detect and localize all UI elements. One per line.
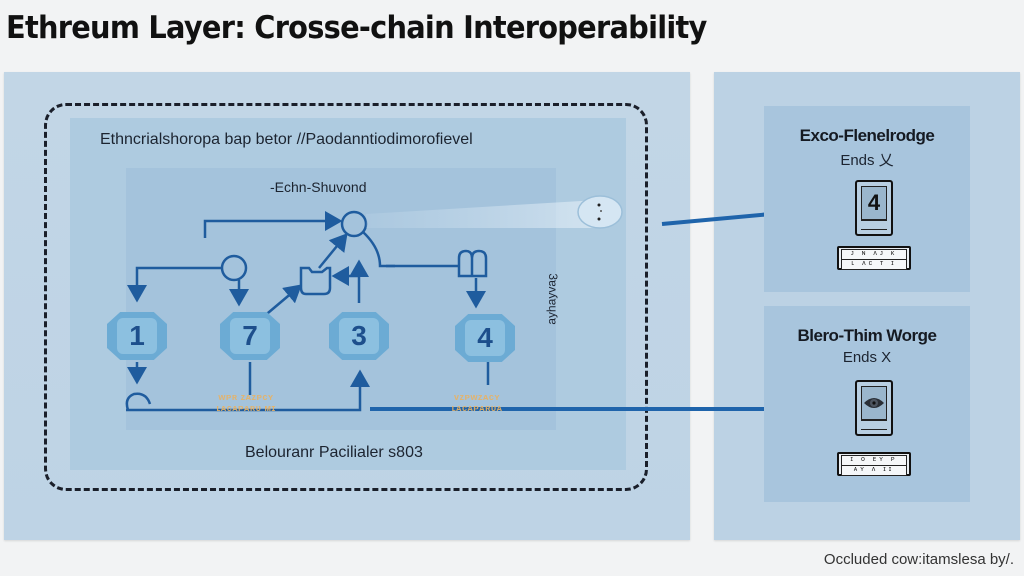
orange-note-2: ᴠᴢᴘᴡᴢᴀᴄʏ ʟᴀᴄᴀᴘᴀʀᴜᴀ — [451, 392, 503, 413]
eye-icon — [861, 386, 887, 420]
orange-note-1: ᴡᴘʀ ᴢᴀᴢᴘᴄʏ ʟᴀᴄᴀᴘᴀʀᴜ ᴍɪ — [216, 392, 276, 413]
card-2-title: Blero-Thim Worge — [797, 326, 937, 345]
node-3-label: 3 — [351, 320, 367, 351]
device-icon: 4 — [855, 180, 893, 236]
card-2-subtitle: Ends X — [842, 349, 892, 366]
device-icon — [855, 380, 893, 436]
dashed-boundary — [44, 103, 648, 491]
outer-box-label: Ethncrialshoropa bap betor //Paodanntiod… — [100, 131, 473, 148]
keypad-icon: ᴊ ɴ ᴧᴊ ᴋ ʟ ᴧᴄ ᴛ ɪ — [837, 246, 911, 270]
node-7-label: 7 — [242, 320, 258, 351]
footer-caption: Occluded cow:itamslesa by/. — [823, 551, 1014, 568]
inner-box-label: -Echn-Shuvond — [270, 179, 367, 195]
layer-inner-box — [126, 168, 556, 430]
node-4-label: 4 — [477, 322, 493, 353]
device-screen: 4 — [861, 186, 887, 220]
node-1[interactable]: 1 — [107, 312, 167, 360]
vertical-label: 3ɐʌʎɐɥʎɐ — [546, 273, 560, 325]
card-1-subtitle: Ends 乂 — [840, 152, 894, 169]
bridge-card-2[interactable]: Blero-Thim Worge Ends X ɪ ᴏ ᴇʏ ᴘ ᴀʏ ᴧ ɪɪ — [764, 306, 970, 502]
keypad-icon: ɪ ᴏ ᴇʏ ᴘ ᴀʏ ᴧ ɪɪ — [837, 452, 911, 476]
bottom-label: Belouranr Pacilialer s803 — [245, 444, 423, 461]
diagram-title: Ethreum Layer: Crosse-chain Interoperabi… — [6, 10, 707, 46]
node-4[interactable]: 4 — [455, 314, 515, 362]
card-1-title: Exco-Flenelrodge — [799, 126, 935, 145]
node-1-label: 1 — [129, 320, 145, 351]
node-3[interactable]: 3 — [329, 312, 389, 360]
bridge-card-1[interactable]: Exco-Flenelrodge Ends 乂 4 ᴊ ɴ ᴧᴊ ᴋ ʟ ᴧᴄ … — [764, 106, 970, 292]
node-7[interactable]: 7 — [220, 312, 280, 360]
